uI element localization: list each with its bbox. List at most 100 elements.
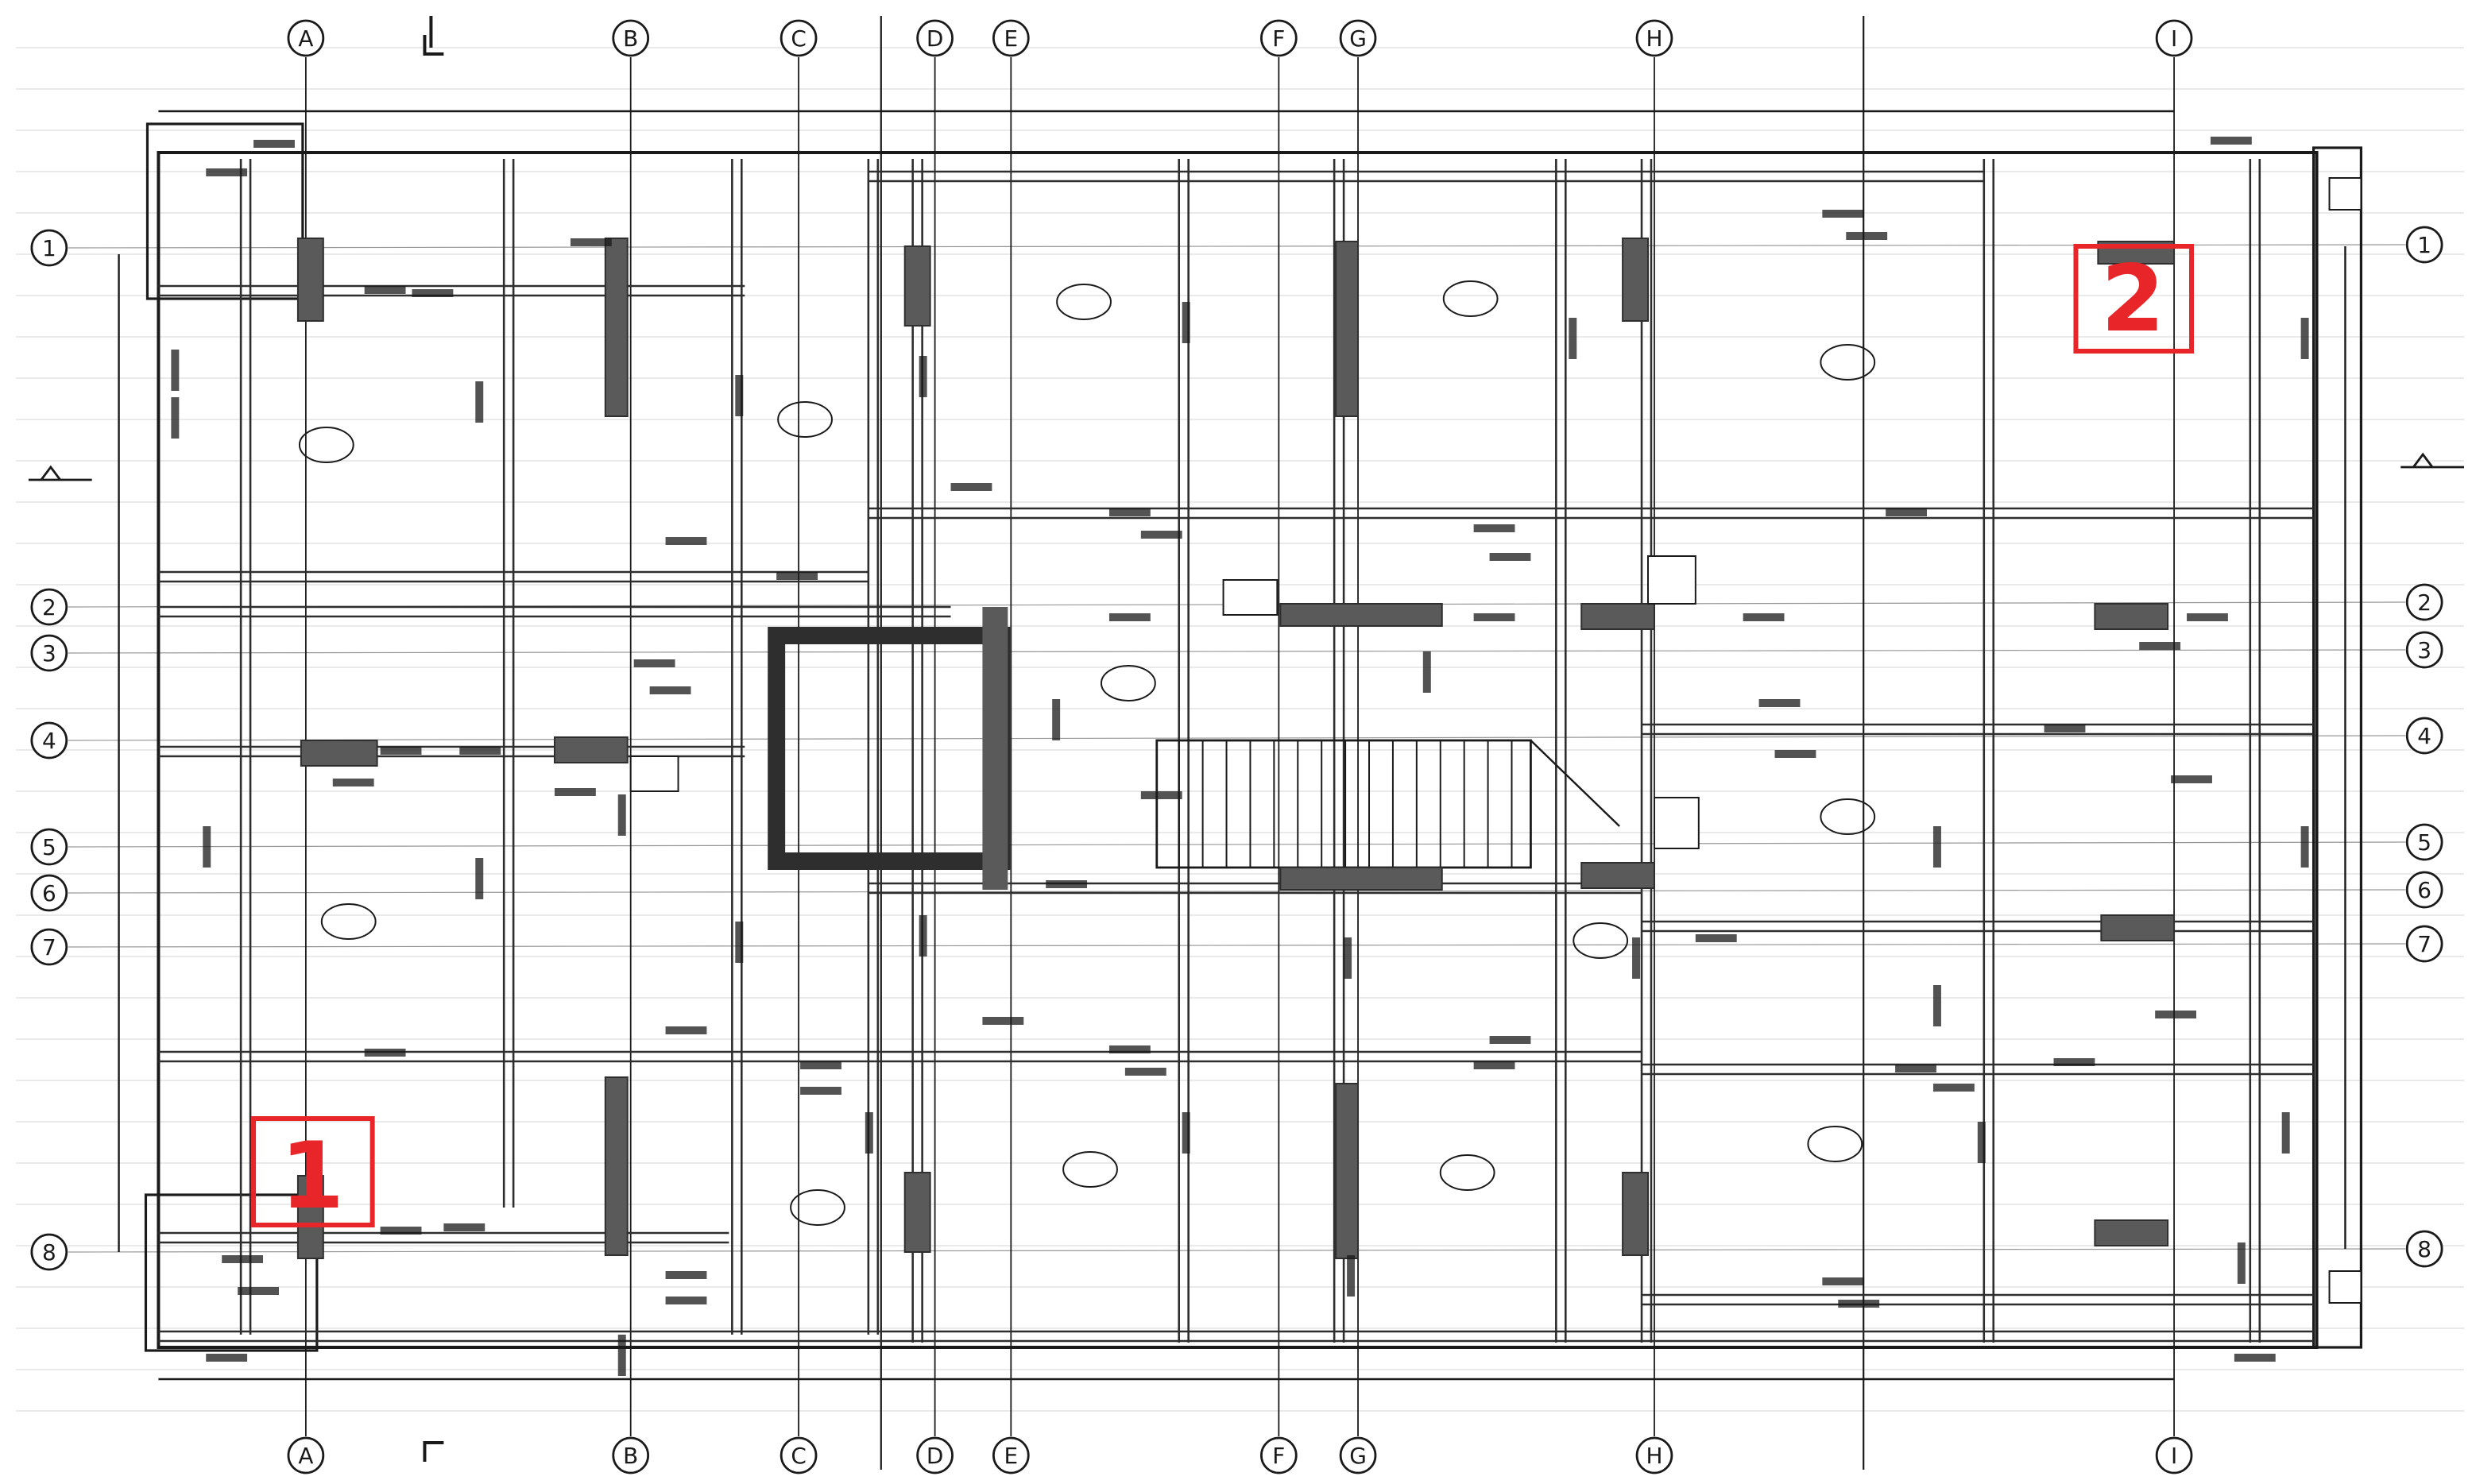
detail-box	[2328, 177, 2362, 211]
grid-bubble-circle	[1339, 19, 1377, 57]
annotation-mark	[1632, 937, 1641, 979]
annotation-mark	[919, 356, 927, 397]
grid-label: 7	[2417, 931, 2431, 957]
annotation-mark	[2237, 1242, 2246, 1284]
grid-bubble-circle	[30, 721, 68, 759]
annotation-mark	[2234, 1354, 2276, 1362]
grid-bubble-bottom-b: B	[612, 1436, 650, 1474]
corner-bay-bottom-left	[144, 1193, 319, 1352]
grid-bubble-left-6: 6	[30, 874, 68, 912]
grid-bubble-circle	[2155, 19, 2193, 57]
grid-bubble-circle	[612, 1436, 650, 1474]
detail-box	[1647, 555, 1696, 605]
structural-column	[2094, 603, 2169, 630]
grid-label: C	[791, 25, 806, 52]
annotation-mark	[1932, 826, 1941, 868]
grid-line-horizontal	[68, 841, 2406, 848]
room-tag	[320, 903, 377, 940]
grid-label: 2	[2417, 589, 2431, 616]
annotation-mark	[1473, 1061, 1515, 1069]
grid-label: A	[298, 1443, 313, 1469]
grid-bubbles-right: 1 2 3 4 5 6 7 8	[2405, 226, 2443, 1268]
elevator-core	[768, 627, 1011, 870]
annotation-mark	[1932, 1084, 1975, 1092]
grid-bubble-circle	[2405, 583, 2443, 621]
grid-bubble-circle	[2155, 1436, 2193, 1474]
grid-bubble-circle	[2405, 1230, 2443, 1268]
annotation-mark	[380, 747, 422, 755]
grid-bubble-circle	[2405, 717, 2443, 755]
annotation-mark	[1977, 1122, 1986, 1163]
room-tag	[1439, 1154, 1495, 1191]
grid-label: D	[927, 25, 943, 52]
grid-bubble-right-6: 6	[2405, 871, 2443, 909]
annotation-mark	[2139, 642, 2181, 650]
structural-column	[2100, 914, 2176, 941]
grid-label: 6	[2417, 877, 2431, 903]
grid-bubble-right-1: 1	[2405, 226, 2443, 264]
grid-bubble-right-5: 5	[2405, 823, 2443, 861]
annotation-mark	[649, 686, 691, 694]
annotation-mark	[1422, 651, 1431, 693]
room-tag	[1820, 798, 1876, 835]
grid-bubble-bottom-d: D	[916, 1436, 954, 1474]
highlight-marker-1: 1	[251, 1116, 375, 1230]
annotation-mark	[238, 1287, 279, 1295]
grid-bubble-bottom-f: F	[1260, 1436, 1298, 1474]
grid-label: I	[2171, 25, 2177, 52]
annotation-mark	[633, 659, 675, 667]
annotation-mark	[1140, 531, 1182, 539]
grid-bubble-circle	[30, 229, 68, 267]
annotation-mark	[2210, 137, 2252, 145]
grid-label: 1	[2417, 232, 2431, 258]
grid-bubble-top-e: E	[992, 19, 1030, 57]
room-tag	[1573, 922, 1629, 959]
annotation-mark	[364, 1049, 406, 1057]
annotation-mark	[1108, 508, 1151, 516]
grid-bubble-circle	[2405, 925, 2443, 963]
grid-bubble-top-b: B	[612, 19, 650, 57]
grid-bubble-circle	[780, 19, 818, 57]
stair-landing-edge	[1530, 740, 1620, 827]
annotation-mark	[1140, 791, 1182, 799]
annotation-mark	[171, 397, 180, 439]
grid-bubble-circle	[30, 588, 68, 626]
annotation-mark	[1473, 524, 1515, 532]
annotation-mark	[364, 286, 406, 294]
detail-box	[1653, 797, 1700, 849]
grid-bubble-bottom-c: C	[780, 1436, 818, 1474]
structural-column	[1335, 1083, 1360, 1259]
annotation-mark	[2053, 1058, 2095, 1066]
grid-bubble-right-3: 3	[2405, 631, 2443, 669]
annotation-mark	[800, 1061, 841, 1069]
grid-label: 1	[42, 235, 56, 261]
annotation-mark	[1052, 699, 1061, 740]
grid-bubble-circle	[780, 1436, 818, 1474]
grid-label: D	[927, 1443, 943, 1469]
annotation-mark	[1182, 1112, 1190, 1154]
grid-bubble-circle	[2405, 226, 2443, 264]
structural-column	[1279, 867, 1443, 891]
marker-number: 1	[280, 1123, 344, 1230]
annotation-mark	[475, 381, 484, 423]
structural-column	[1279, 603, 1443, 627]
annotation-mark	[1932, 985, 1941, 1026]
grid-bubble-top-c: C	[780, 19, 818, 57]
annotation-mark	[1758, 699, 1801, 707]
room-tag	[1100, 665, 1156, 701]
annotation-mark	[1347, 1255, 1356, 1297]
annotation-mark	[2044, 725, 2086, 732]
annotation-mark	[665, 1271, 707, 1279]
marker-box	[2073, 244, 2195, 354]
grid-bubble-circle	[30, 1233, 68, 1271]
grid-label: H	[1646, 25, 1662, 52]
room-tag	[298, 427, 354, 463]
grid-label: F	[1272, 1443, 1285, 1469]
annotation-mark	[1886, 508, 1927, 516]
grid-label: E	[1004, 1443, 1019, 1469]
grid-label: 3	[42, 640, 56, 667]
grid-label: B	[623, 25, 638, 52]
grid-label: I	[2171, 1443, 2177, 1469]
room-tag	[1442, 280, 1499, 317]
